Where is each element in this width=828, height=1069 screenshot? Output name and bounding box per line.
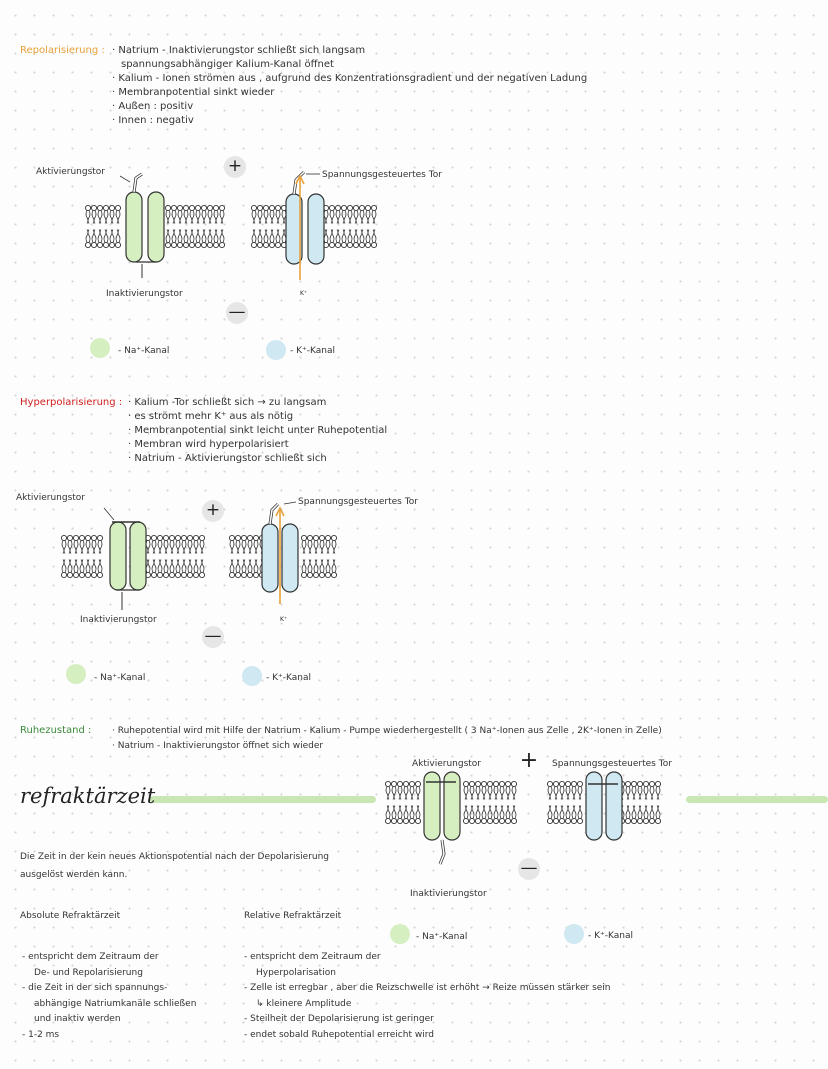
absolute-refrak-line: - entspricht dem Zeitraum der — [22, 952, 159, 962]
hyper-bullet-list: · Kalium -Tor schließt sich → zu langsam… — [128, 396, 387, 466]
refrak-highlight-left — [150, 796, 376, 803]
hyper-bullet-text: Natrium - Aktivierungstor schließt sich — [134, 453, 327, 464]
k-channel-legend-label: - K⁺-Kanal — [266, 673, 311, 683]
ruhe-bullet-text: Natrium - Inaktivierungstor öffnet sich … — [117, 741, 324, 751]
k-channel-right — [281, 523, 299, 593]
ruhe-bullet-text: Ruhepotential wird mit Hilfe der Natrium… — [117, 726, 662, 736]
repol-bullet-list: · Natrium - Inaktivierungstor schließt s… — [112, 44, 587, 128]
na-channel-left — [423, 771, 441, 841]
relative-refrak-line: ↳ kleinere Amplitude — [256, 998, 352, 1009]
k-channel-right — [307, 193, 325, 265]
hyper-bullet: · es strömt mehr K⁺ aus als nötig — [128, 411, 294, 422]
hyper-spannungstor-label: Spannungsgesteuertes Tor — [298, 497, 418, 507]
repol-bullet: spannungsabhängiger Kalium-Kanal öffnet — [112, 58, 587, 72]
repol-bullet: · Außen : positiv — [112, 101, 194, 112]
refrak-highlight-right — [686, 796, 828, 803]
refrak-definition-line: Die Zeit in der kein neues Aktionspotent… — [20, 852, 330, 862]
k-channel-left — [585, 771, 603, 841]
hyper-bullet-text: Kalium -Tor schließt sich → zu langsam — [134, 397, 327, 408]
k-channel-legend-swatch — [266, 340, 286, 360]
ruhe-bullet: · Ruhepotential wird mit Hilfe der Natri… — [112, 726, 662, 736]
repol-inaktivierungstor-label: Inaktivierungstor — [106, 289, 183, 299]
repol-heading: Repolarisierung : — [20, 45, 105, 56]
hyper-bullet: · Kalium -Tor schließt sich → zu langsam — [128, 397, 327, 408]
repol-bullet: · Natrium - Inaktivierungstor schließt s… — [112, 45, 366, 56]
repol-bullet: · Membranpotential sinkt wieder — [112, 87, 275, 98]
na-channel-legend-swatch — [390, 924, 410, 944]
relative-refrak-heading: Relative Refraktärzeit — [244, 911, 342, 921]
k-channel-left — [261, 523, 279, 593]
hyper-bullet: · Membran wird hyperpolarisiert — [128, 439, 289, 450]
ruhe-bullet-list: · Ruhepotential wird mit Hilfe der Natri… — [112, 724, 662, 754]
ruhe-membrane-diagram — [384, 771, 662, 865]
absolute-refrak-heading: Absolute Refraktärzeit — [20, 911, 121, 921]
na-channel-right — [147, 191, 165, 263]
ruhe-minus-sign: — — [518, 858, 540, 880]
na-channel-right — [129, 521, 147, 591]
na-channel-legend-label: - Na⁺-Kanal — [118, 346, 170, 356]
na-channel-legend-label: - Na⁺-Kanal — [94, 673, 146, 683]
repol-bullet-text: Kalium - Ionen strömen aus , aufgrund de… — [118, 73, 588, 84]
relative-refrak-line: - Zelle ist erregbar , aber die Reizschw… — [244, 983, 611, 993]
repol-k-ion: K⁺ — [300, 290, 308, 297]
na-channel-left — [125, 191, 143, 263]
na-channel-legend-swatch — [66, 664, 86, 684]
hyper-inaktivierungstor-label: Inaktivierungstor — [80, 615, 157, 625]
k-channel-right — [605, 771, 623, 841]
repol-bullet-text: Membranpotential sinkt wieder — [118, 87, 275, 98]
absolute-refrak-line: und inaktiv werden — [34, 1014, 121, 1024]
hyper-heading: Hyperpolarisierung : — [20, 397, 123, 408]
na-channel-legend-swatch — [90, 338, 110, 358]
k-channel-legend-label: - K⁺-Kanal — [290, 346, 335, 356]
na-channel-left — [109, 521, 127, 591]
ruhe-spannungstor-label: Spannungsgesteuertes Tor — [552, 759, 672, 769]
relative-refrak-line: - entspricht dem Zeitraum der — [244, 952, 381, 962]
refrak-definition-line: ausgelöst werden kann. — [20, 870, 128, 880]
k-channel-legend-label: - K⁺-Kanal — [588, 931, 633, 941]
repol-aktivierungstor-label: Aktivierungstor — [36, 167, 106, 177]
repol-bullet-text: spannungsabhängiger Kalium-Kanal öffnet — [121, 59, 334, 70]
absolute-refrak-list: - entspricht dem Zeitraum der De- und Re… — [22, 950, 196, 1043]
relative-refrak-line: - endet sobald Ruhepotential erreicht wi… — [244, 1029, 434, 1040]
absolute-refrak-line: - die Zeit in der sich spannungs- — [22, 983, 168, 993]
hyper-minus-sign: — — [202, 626, 224, 648]
repol-spannungstor-label: Spannungsgesteuertes Tor — [322, 170, 442, 180]
repol-bullet-text: Außen : positiv — [118, 101, 194, 112]
relative-refrak-line: - Steilheit der Depolarisierung ist geri… — [244, 1014, 434, 1024]
refrak-title: refraktärzeit — [20, 784, 156, 808]
k-channel-legend-swatch — [564, 924, 584, 944]
refrak-definition: Die Zeit in der kein neues Aktionspotent… — [20, 848, 329, 884]
repol-bullet-text: Natrium - Inaktivierungstor schließt sic… — [118, 45, 366, 56]
hyper-bullet: · Natrium - Aktivierungstor schließt sic… — [128, 453, 327, 464]
absolute-refrak-line: abhängige Natriumkanäle schließen — [34, 998, 197, 1009]
hyper-bullet-text: Membran wird hyperpolarisiert — [134, 439, 289, 450]
ruhe-aktivierungstor-label: Aktivierungstor — [412, 759, 482, 769]
hyper-aktivierungstor-label: Aktivierungstor — [16, 493, 86, 503]
na-channel-right — [443, 771, 461, 841]
hyper-membrane-diagram — [60, 501, 338, 610]
repol-membrane-diagram — [84, 170, 378, 280]
relative-refrak-list: - entspricht dem Zeitraum der Hyperpolar… — [244, 950, 611, 1043]
repol-bullet: · Innen : negativ — [112, 115, 194, 126]
hyper-bullet-text: Membranpotential sinkt leicht unter Ruhe… — [134, 425, 388, 436]
hyper-bullet: · Membranpotential sinkt leicht unter Ru… — [128, 425, 388, 436]
ruhe-heading: Ruhezustand : — [20, 725, 92, 736]
k-channel-legend-swatch — [242, 666, 262, 686]
absolute-refrak-line: - 1-2 ms — [22, 1029, 60, 1040]
repol-plus-sign: + — [224, 156, 246, 178]
ruhe-plus-sign: + — [519, 748, 539, 773]
repol-minus-sign: — — [226, 302, 248, 324]
repol-bullet: · Kalium - Ionen strömen aus , aufgrund … — [112, 73, 588, 84]
absolute-refrak-line: De- und Repolarisierung — [34, 967, 143, 978]
ruhe-bullet: · Natrium - Inaktivierungstor öffnet sic… — [112, 741, 324, 751]
repol-bullet-text: Innen : negativ — [118, 115, 194, 126]
ruhe-inaktivierungstor-label: Inaktivierungstor — [410, 889, 487, 899]
hyper-bullet-text: es strömt mehr K⁺ aus als nötig — [134, 411, 294, 422]
hyper-k-ion: K⁺ — [280, 616, 288, 623]
hyper-plus-sign: + — [202, 500, 224, 522]
relative-refrak-line: Hyperpolarisation — [256, 967, 336, 978]
na-channel-legend-label: - Na⁺-Kanal — [416, 932, 468, 942]
